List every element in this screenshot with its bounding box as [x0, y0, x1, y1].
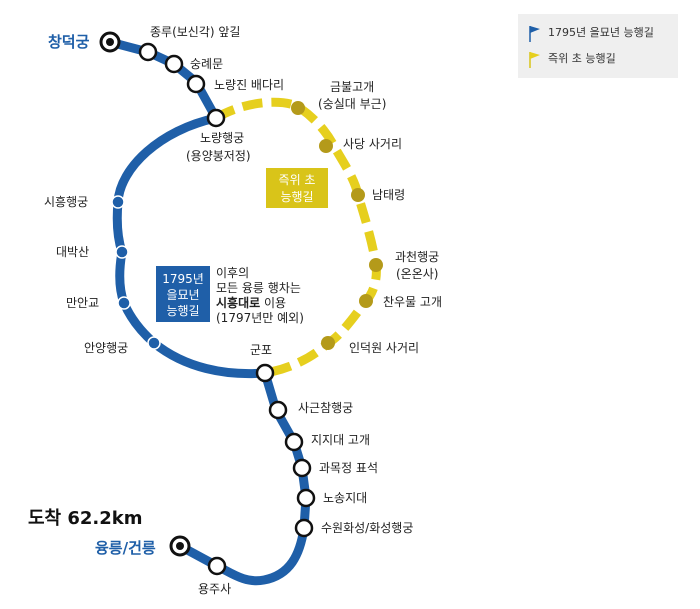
label-sageunchamm: 사근참행궁	[298, 400, 353, 415]
yellow-route-box: 즉위 초 능행길	[266, 168, 328, 208]
blue-route-box: 1795년 을묘년 능행길	[156, 266, 210, 322]
label-suwon: 수원화성/화성행궁	[321, 520, 413, 535]
label-gwacheon-sub: (온온사)	[396, 267, 438, 281]
note-line3-bold: 시흥대로	[216, 295, 260, 310]
start-marker	[99, 31, 121, 53]
blue-box-line3: 능행길	[166, 303, 199, 318]
yellow-box-line1: 즉위 초	[279, 173, 316, 187]
station-marker-noryangjin	[186, 74, 206, 94]
note-line4: (1797년만 예외)	[216, 311, 304, 325]
label-gwacheon: 과천행궁	[395, 249, 439, 264]
label-gunpo: 군포	[250, 343, 272, 357]
station-marker-sageunchamm	[268, 400, 288, 420]
note-line1: 이후의	[216, 266, 249, 280]
station-dot-sadang	[319, 139, 333, 153]
note-line3: 시흥대로 이용	[216, 295, 286, 310]
legend-label-1795: 1795년 을묘년 능행길	[548, 26, 654, 39]
legend-label-king: 즉위 초 능행길	[548, 52, 616, 65]
end-label: 융릉/건릉	[95, 539, 156, 557]
label-noryangjin: 노량진 배다리	[214, 78, 284, 92]
station-marker-jijidae	[284, 432, 304, 452]
start-label: 창덕궁	[48, 33, 90, 51]
station-marker-suwon	[294, 518, 314, 538]
blue-route-line	[105, 37, 311, 586]
station-dot-geumbul	[291, 101, 305, 115]
yellow-flag-icon	[529, 52, 540, 68]
legend: 1795년 을묘년 능행길 즉위 초 능행길	[518, 14, 678, 78]
station-dot-anyang	[147, 336, 161, 350]
station-marker-gwamokjeong	[292, 458, 312, 478]
station-dot-gwacheon	[369, 258, 383, 272]
station-dot-mangyo	[117, 296, 131, 310]
label-jijidae: 지지대 고개	[311, 433, 370, 447]
station-dot-chanumul	[359, 294, 373, 308]
station-marker-jongnu	[138, 42, 158, 62]
note-line3-rest: 이용	[260, 296, 286, 310]
label-geumbul-sub: (숭실대 부근)	[318, 97, 386, 111]
label-mangyo: 만안교	[66, 296, 99, 310]
station-dot-indeokwon	[321, 336, 335, 350]
label-jongnu: 종루(보신각) 앞길	[150, 25, 240, 39]
station-marker-sungnyemun	[164, 54, 184, 74]
route-note: 이후의 모든 융릉 행차는 시흥대로 이용 (1797년만 예외)	[216, 266, 304, 325]
label-siheung: 시흥행궁	[44, 194, 88, 209]
station-dot-daebaksan	[115, 245, 129, 259]
blue-flag-icon	[529, 26, 540, 42]
label-gwamokjeong: 과목정 표석	[319, 461, 378, 475]
station-marker-yongjusa	[207, 556, 227, 576]
label-anyang: 안양행궁	[84, 340, 128, 355]
station-marker-gunpo	[255, 363, 275, 383]
station-dot-siheung	[111, 195, 125, 209]
station-dot-namtae	[351, 188, 365, 202]
label-noryang-palace-sub: (용양봉저정)	[186, 149, 251, 163]
blue-box-line1: 1795년	[162, 272, 204, 286]
label-noryang-palace: 노량행궁	[200, 130, 244, 145]
label-daebaksan: 대박산	[56, 245, 89, 259]
arrival-distance: 도착 62.2km	[28, 508, 143, 529]
station-marker-nosong	[296, 488, 316, 508]
note-line2: 모든 융릉 행차는	[216, 280, 301, 295]
blue-box-line2: 을묘년	[166, 288, 199, 302]
label-sadang: 사당 사거리	[343, 137, 402, 151]
label-geumbul: 금불고개	[330, 80, 374, 94]
station-marker-noryang-palace	[206, 108, 226, 128]
end-marker	[169, 535, 191, 557]
label-nosong: 노송지대	[323, 491, 367, 505]
label-yongjusa: 용주사	[198, 582, 231, 596]
label-chanumul: 찬우물 고개	[383, 294, 442, 309]
label-indeokwon: 인덕원 사거리	[349, 341, 419, 355]
label-sungnyemun: 숭례문	[190, 57, 223, 71]
yellow-box-line2: 능행길	[280, 189, 313, 204]
label-namtae: 남태령	[372, 188, 405, 202]
